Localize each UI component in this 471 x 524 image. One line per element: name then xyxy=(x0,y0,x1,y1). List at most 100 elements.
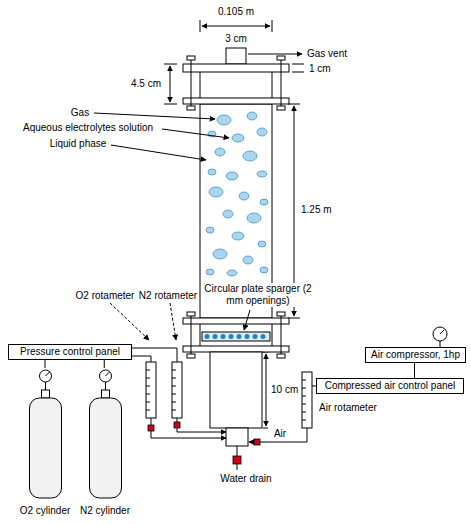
drawing-part xyxy=(233,456,241,464)
drawing-part xyxy=(257,128,267,136)
annotation-label: Air rotameter xyxy=(318,402,378,414)
drawing-part xyxy=(281,56,282,110)
drawing-part xyxy=(239,192,249,200)
annotation-label: Air xyxy=(273,428,287,440)
drawing-part xyxy=(200,324,201,346)
annotation-label: Water drain xyxy=(219,473,272,485)
drawing-part xyxy=(202,26,270,27)
drawing-part xyxy=(277,106,285,110)
drawing-part xyxy=(229,334,234,339)
drawing-part xyxy=(258,241,266,247)
drawing-part xyxy=(272,324,273,346)
drawing-part xyxy=(253,334,258,339)
drawing-part xyxy=(210,352,262,428)
drawing-part xyxy=(191,312,192,358)
drawing-part xyxy=(261,334,266,339)
drawing-part xyxy=(162,129,229,138)
drawing-part xyxy=(232,134,244,142)
bubble-column xyxy=(183,48,289,470)
drawing-part xyxy=(440,330,444,334)
drawing-part xyxy=(292,64,304,65)
drawing-part xyxy=(206,269,214,275)
drawing-part xyxy=(237,334,242,339)
cylinder-label: N2 cylinder xyxy=(80,504,130,518)
drawing-part xyxy=(202,332,270,341)
drawing-part xyxy=(187,106,195,110)
drawing-part xyxy=(226,48,246,64)
cylinder-body xyxy=(89,398,121,498)
drawing-part xyxy=(132,356,151,362)
annotation-label: 3 cm xyxy=(224,33,248,45)
box-label: Compressed air control panel xyxy=(325,379,456,393)
drawing-part xyxy=(217,115,231,125)
cylinder-valve xyxy=(101,390,109,398)
drawing-part xyxy=(164,104,177,105)
drawing-part xyxy=(183,346,289,352)
drawing-part xyxy=(111,145,206,160)
control-box: Pressure control panel xyxy=(8,344,132,360)
annotation-label: N2 rotameter xyxy=(138,290,198,302)
drawing-part xyxy=(277,312,285,316)
drawing-part xyxy=(243,151,257,161)
gas-cylinder: O2 cylinder xyxy=(17,368,74,518)
drawing-part xyxy=(243,256,253,264)
rotameters xyxy=(146,362,312,428)
drawing-part xyxy=(187,354,195,358)
drawing-part xyxy=(257,171,267,177)
drawing-part xyxy=(226,428,248,446)
drawing-part xyxy=(433,327,447,341)
gauge-stem xyxy=(105,382,106,390)
sparger-openings xyxy=(205,334,266,339)
drawing-part xyxy=(248,54,302,55)
pressure-gauge xyxy=(99,370,111,382)
annotation-label: 4.5 cm xyxy=(130,78,162,90)
pressure-gauge xyxy=(39,370,51,382)
annotation-label: Circular plate sparger (2 mm openings) xyxy=(201,283,315,307)
drawing-part xyxy=(272,20,273,32)
drawing-part xyxy=(247,213,261,223)
cylinder-drawing xyxy=(77,368,134,518)
cylinder-valve xyxy=(41,390,49,398)
drawing-part xyxy=(183,64,289,72)
dimension-lines xyxy=(164,20,304,428)
drawing-part xyxy=(213,249,227,259)
drawing-part xyxy=(191,56,192,110)
drawing-part xyxy=(266,354,267,426)
drawing-part xyxy=(232,232,244,240)
drawing-part xyxy=(288,104,300,105)
drawing-part xyxy=(208,169,216,175)
drawing-part xyxy=(200,72,201,98)
annotation-label: 1.25 m xyxy=(300,204,333,216)
drawing-part xyxy=(213,334,218,339)
drawing-part xyxy=(132,348,177,362)
drawing-part xyxy=(254,439,260,445)
connector-line xyxy=(414,363,415,378)
box-label: Pressure control panel xyxy=(20,345,120,359)
drawing-part xyxy=(247,112,257,120)
cylinder-body xyxy=(29,398,61,498)
drawing-part xyxy=(110,303,149,340)
annotation-label: 10 cm xyxy=(270,384,299,396)
drawing-part xyxy=(260,267,268,273)
drawing-part xyxy=(206,227,214,233)
annotation-label: 1 cm xyxy=(308,63,332,75)
valves xyxy=(148,422,260,464)
drawing-part xyxy=(226,172,238,180)
drawing-part xyxy=(94,113,215,119)
connector-line xyxy=(104,360,105,368)
drawing-part xyxy=(177,418,226,432)
cylinder-drawing xyxy=(17,368,74,518)
drawing-part xyxy=(205,334,210,339)
drawing-part xyxy=(183,98,289,104)
control-box: Compressed air control panel xyxy=(316,378,464,394)
drawing-part xyxy=(260,199,268,205)
drawing-part xyxy=(200,20,201,32)
drawing-part xyxy=(281,312,282,358)
drawing-part xyxy=(263,428,268,429)
annotation-label: Aqueous electrolytes solution xyxy=(22,122,154,134)
drawing-part xyxy=(183,318,289,324)
drawing-part xyxy=(209,187,223,197)
gauge-stem xyxy=(45,382,46,390)
